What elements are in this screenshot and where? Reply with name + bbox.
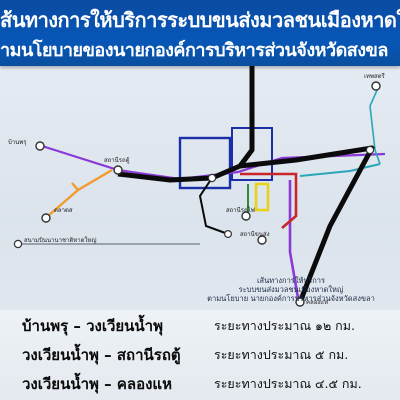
station-east-bend <box>365 145 375 155</box>
legend-line2: ระบบขนส่งมวลชนเมืองหาดใหญ่ <box>238 285 344 294</box>
route-teal <box>299 163 381 177</box>
svg-text:คลองแห: คลองแห <box>306 299 328 306</box>
svg-text:เทพสตรี: เทพสตรี <box>364 72 386 80</box>
route-name: วงเวียนน้ำพุ – สถานีรถตู้ <box>22 346 181 364</box>
legend-line3: ตามนโยบาย นายกองค์การบริหารส่วนจังหวัดสง… <box>207 294 375 303</box>
route-name: บ้านพรุ – วงเวียนน้ำพุ <box>22 317 163 335</box>
station-hub <box>207 173 217 183</box>
station-center-right: สถานีขนส่ง <box>240 230 270 245</box>
station-top-right: เทพสตรี <box>364 72 386 91</box>
route-black-branch <box>198 177 229 235</box>
route-orange-branch <box>47 189 79 217</box>
route-row: วงเวียนน้ำพุ – สถานีรถตู้ ระยะทางประมาณ … <box>0 343 400 369</box>
route-red <box>240 172 298 229</box>
route-distance: ระยะทางประมาณ ๕ กม. <box>214 347 349 362</box>
station-center-left: สถานีรถตู้ <box>104 156 130 175</box>
station-center-low: สถานีรถไฟ <box>226 206 255 221</box>
route-distance-list: บ้านพรุ – วงเวียนน้ำพุ ระยะทางประมาณ ๑๒ … <box>0 310 400 400</box>
legend-line1: เส้นทางการให้บริการ <box>256 276 326 285</box>
route-name: วงเวียนน้ำพุ – คลองแห <box>22 375 172 393</box>
route-purple-south <box>288 180 300 299</box>
station-left-low: ตลาดส <box>41 207 73 223</box>
svg-text:สถานีรถไฟ: สถานีรถไฟ <box>226 206 255 214</box>
header-title-line1: ส้นทางการให้บริการระบบขนส่งมวลชนเมืองหาด… <box>0 8 400 32</box>
route-distance: ระยะทางประมาณ ๑๒ กม. <box>214 318 355 333</box>
map-legend: เส้นทางการให้บริการ ระบบขนส่งมวลชนเมืองห… <box>196 276 386 303</box>
route-yellow <box>254 182 270 212</box>
route-row: วงเวียนน้ำพุ – คลองแห ระยะทางประมาณ ๔.๕ … <box>0 372 400 398</box>
svg-text:บ้านพรุ: บ้านพรุ <box>8 139 27 146</box>
header-banner: ส้นทางการให้บริการระบบขนส่งมวลชนเมืองหาด… <box>0 0 400 66</box>
station-right-mid: คลองแห <box>295 297 328 307</box>
route-row: บ้านพรุ – วงเวียนน้ำพุ ระยะทางประมาณ ๑๒ … <box>0 314 400 340</box>
svg-text:ตลาดส: ตลาดส <box>54 207 73 214</box>
route-purple-west <box>41 144 386 181</box>
route-map: เทพสตรี บ้านพรุ สถานีรถตู้ ตลาดส สถานีรถ… <box>8 66 386 307</box>
route-distance: ระยะทางประมาณ ๔.๕ กม. <box>214 376 362 391</box>
header-title-line2: ามนโยบายของนายกองค์การบริหารส่วนจังหวัดส… <box>0 40 388 61</box>
route-black-north <box>117 66 255 183</box>
route-orange <box>71 168 113 192</box>
svg-text:สนามบินนานาชาติหาดใหญ่: สนามบินนานาชาติหาดใหญ่ <box>24 236 97 244</box>
station-left-mid: บ้านพรุ <box>8 139 45 151</box>
svg-text:สถานีขนส่ง: สถานีขนส่ง <box>240 230 270 238</box>
station-bottom-left: สนามบินนานาชาติหาดใหญ่ <box>13 236 97 249</box>
station-south-left <box>224 230 233 239</box>
svg-text:สถานีรถตู้: สถานีรถตู้ <box>104 156 130 164</box>
route-teal-north <box>369 87 381 165</box>
